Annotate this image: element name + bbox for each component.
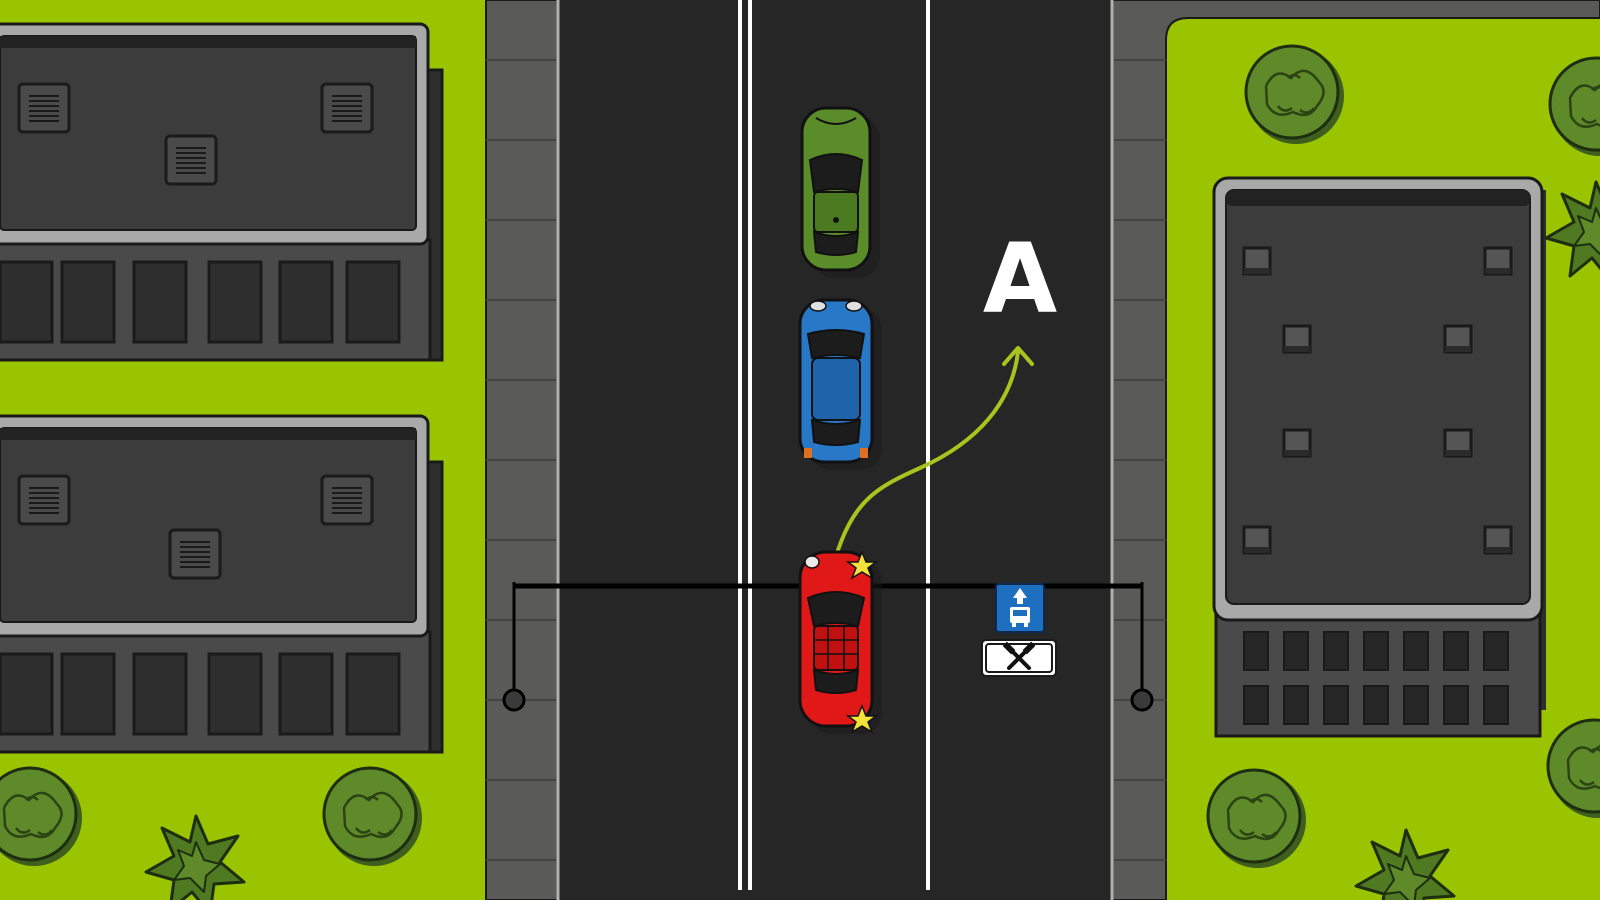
- window: [0, 260, 54, 344]
- roof-unit-icon: [1483, 246, 1513, 276]
- roof-unit-icon: [1242, 246, 1272, 276]
- roof-vent-icon: [164, 134, 218, 186]
- turn-signal-icon: [845, 549, 879, 734]
- roof-vent-icon: [17, 474, 71, 526]
- destination-label: A: [983, 223, 1057, 335]
- window: [278, 652, 334, 736]
- roof-unit-icon: [1483, 525, 1513, 555]
- window: [345, 260, 401, 344]
- right-building: [1212, 176, 1546, 738]
- roof-unit-icon: [1282, 428, 1312, 458]
- roof-unit-icon: [1443, 428, 1473, 458]
- left-building-bottom: [0, 414, 444, 754]
- blue-car: [798, 298, 882, 470]
- window: [207, 260, 263, 344]
- roof-unit-icon: [1443, 324, 1473, 354]
- red-car: [798, 549, 882, 734]
- roof-unit-icon: [1282, 324, 1312, 354]
- window: [0, 652, 54, 736]
- bus-up-arrow-icon: [1010, 588, 1030, 627]
- window: [60, 260, 116, 344]
- roof-vent-icon: [320, 82, 374, 134]
- lane-change-path-arrow: [836, 346, 1034, 552]
- roof-vent-icon: [320, 474, 374, 526]
- roof-unit-icon: [1242, 525, 1272, 555]
- left-sidewalk: [485, 0, 559, 900]
- bus-lane-sign: [995, 583, 1045, 633]
- roof-vent-icon: [17, 82, 71, 134]
- left-building-top: [0, 22, 444, 362]
- green-car: [800, 106, 880, 278]
- window: [132, 652, 188, 736]
- window: [60, 652, 116, 736]
- right-sidewalk: [1111, 0, 1600, 900]
- window: [278, 260, 334, 344]
- window: [207, 652, 263, 736]
- roof-vent-icon: [168, 528, 222, 580]
- window: [132, 260, 188, 344]
- window: [345, 652, 401, 736]
- road-work-plate: [981, 639, 1057, 677]
